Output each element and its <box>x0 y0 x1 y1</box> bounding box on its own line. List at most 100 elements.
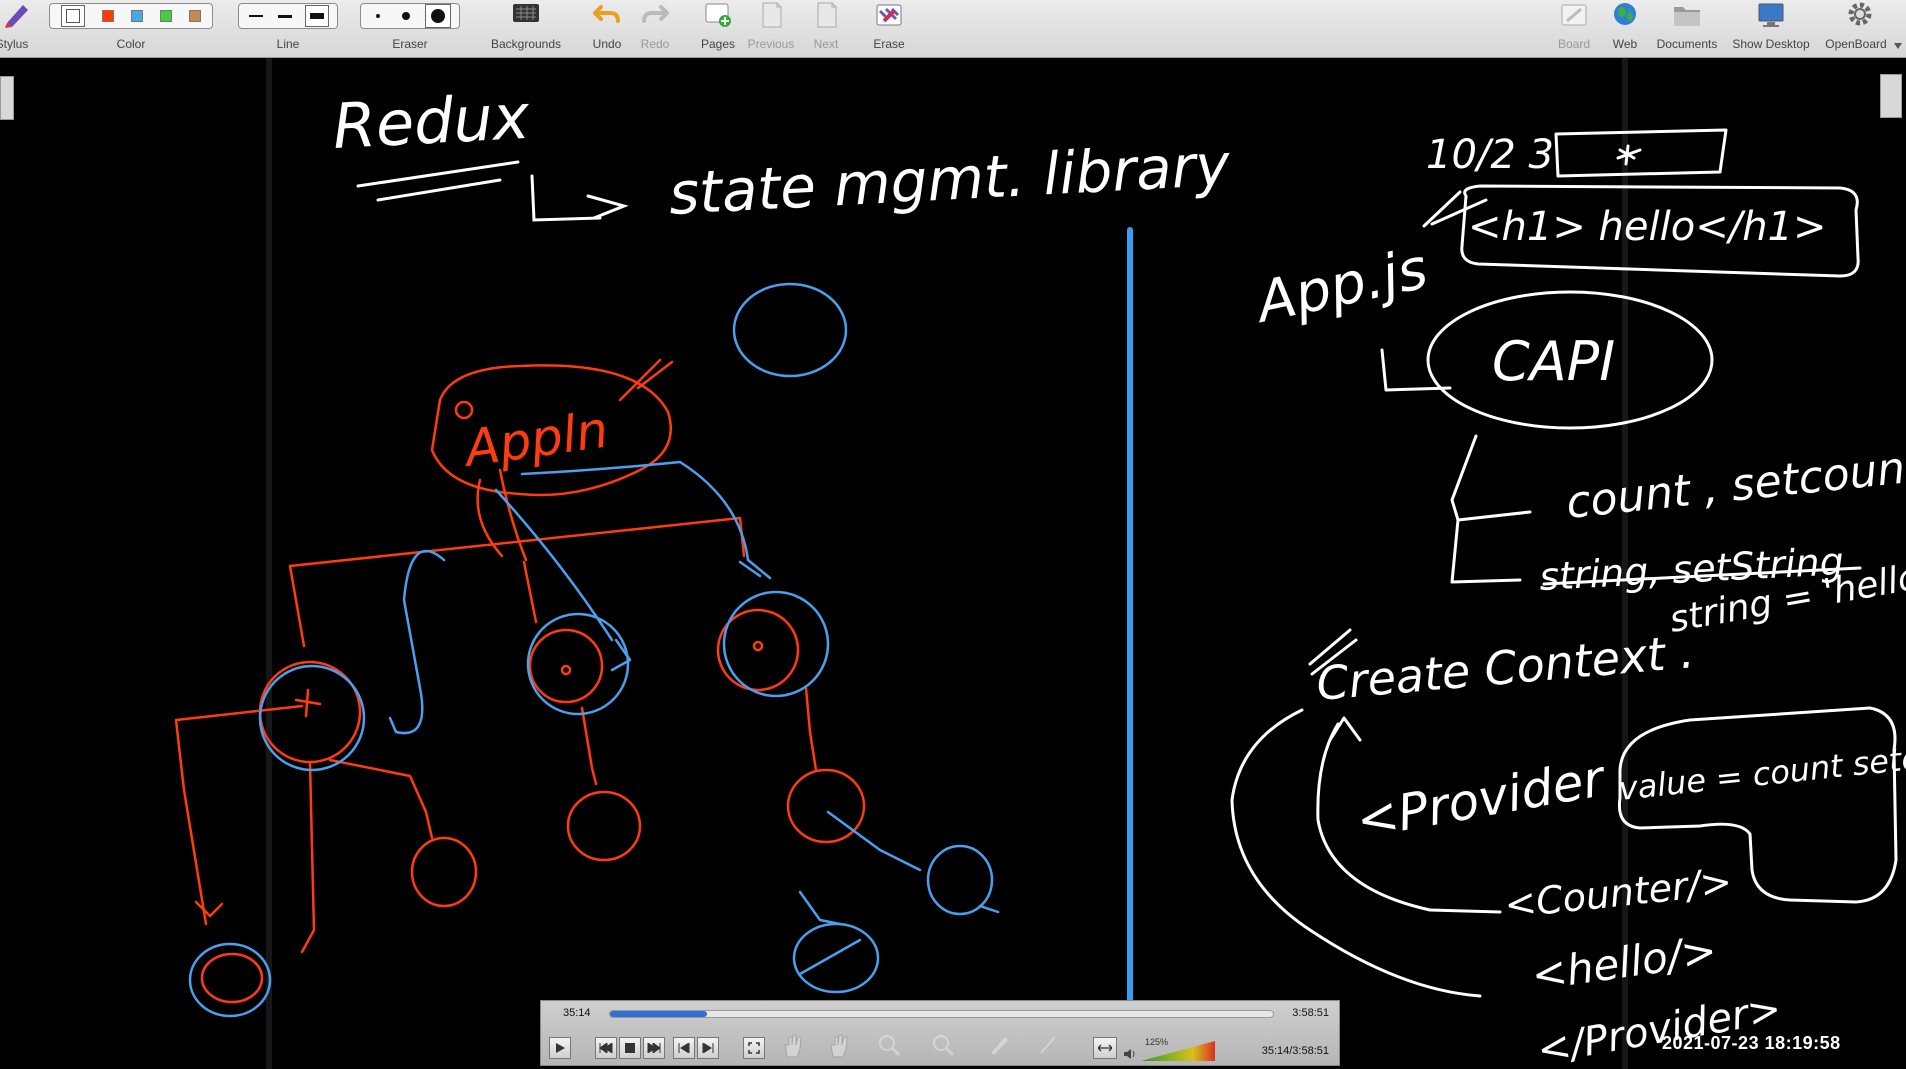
pen-icon[interactable] <box>987 1033 1011 1057</box>
handwritten-drawing: Redux state mgmt. library App.js CAPI <h… <box>174 80 1906 1069</box>
eraser-large-button[interactable] <box>425 4 451 28</box>
blue-overlay-strokes <box>188 282 1000 1018</box>
volume-slider[interactable]: 125% <box>1141 1037 1215 1061</box>
openboard-menu-button[interactable]: OpenBoard <box>1818 0 1902 57</box>
color-swatch-white[interactable] <box>61 5 86 27</box>
time-readout: 35:14/3:58:51 <box>1261 1045 1329 1057</box>
web-mode-button[interactable]: Web <box>1604 0 1646 57</box>
recording-timestamp: 2021-07-23 18:19:58 <box>1662 1033 1841 1053</box>
chevron-down-icon <box>1894 43 1902 49</box>
skip-forward-icon <box>647 1043 661 1053</box>
eraser-size-picker <box>360 3 460 29</box>
next-chapter-icon <box>702 1043 714 1053</box>
board-guide-line <box>1622 58 1628 1069</box>
label-capi: CAPI <box>1492 330 1615 393</box>
erase-label: Erase <box>873 37 905 51</box>
show-desktop-label: Show Desktop <box>1732 37 1810 51</box>
previous-page-button[interactable]: Previous <box>742 0 800 57</box>
label-provider-value: value = count setcount string > <box>1617 717 1906 808</box>
line-thin-button[interactable] <box>247 7 265 25</box>
label-corner-note: 10/2 3 <box>1426 132 1554 178</box>
color-group: Color <box>46 0 216 57</box>
board-label: Board <box>1557 37 1591 51</box>
openboard-label: OpenBoard <box>1825 37 1887 51</box>
eraser-small-button[interactable] <box>369 7 387 25</box>
previous-page-icon <box>762 2 782 28</box>
redo-button[interactable]: Redo <box>632 0 678 57</box>
skip-forward-button[interactable] <box>643 1037 665 1059</box>
next-page-button[interactable]: Next <box>804 0 848 57</box>
label-provider-close: </Provider> <box>1534 986 1785 1069</box>
left-panel-toggle[interactable] <box>0 76 14 120</box>
documents-mode-button[interactable]: Documents <box>1650 0 1724 57</box>
grab-icon[interactable] <box>827 1033 851 1059</box>
seek-progress <box>610 1011 708 1017</box>
line-thick-button[interactable] <box>304 5 329 27</box>
gear-icon <box>1848 2 1872 26</box>
label-counter-tag: <Counter/> <box>1502 859 1734 927</box>
previous-chapter-button[interactable] <box>673 1037 695 1059</box>
label-app-js: App.js <box>1248 236 1433 336</box>
color-swatch-red[interactable] <box>102 10 115 22</box>
skip-back-button[interactable] <box>595 1037 617 1059</box>
fit-width-button[interactable] <box>1093 1037 1117 1059</box>
eraser-label: Eraser <box>392 37 428 51</box>
web-label: Web <box>1612 37 1638 51</box>
next-page-icon <box>817 2 837 28</box>
label-provider-open: <Provider <box>1352 749 1611 850</box>
whiteboard-canvas[interactable]: Redux state mgmt. library App.js CAPI <h… <box>0 58 1906 1069</box>
stylus-icon <box>5 5 28 28</box>
board-guide-line <box>266 58 272 1069</box>
folder-icon <box>1674 7 1700 26</box>
eraser-group: Eraser <box>358 0 462 57</box>
current-time: 35:14 <box>563 1007 591 1019</box>
erase-board-icon <box>876 4 902 26</box>
right-panel-toggle[interactable] <box>1880 74 1902 118</box>
stylus-tool[interactable]: Stylus <box>0 0 36 57</box>
desktop-icon <box>1758 3 1784 27</box>
skip-back-icon <box>599 1043 613 1053</box>
previous-chapter-icon <box>678 1043 690 1053</box>
color-swatch-brown[interactable] <box>188 10 201 22</box>
zoom-in-icon[interactable] <box>877 1033 901 1057</box>
fit-width-icon <box>1098 1044 1112 1052</box>
seek-bar[interactable] <box>609 1010 1274 1018</box>
redo-icon <box>642 5 669 23</box>
erase-button[interactable]: Erase <box>866 0 912 57</box>
fullscreen-icon <box>748 1042 760 1054</box>
documents-label: Documents <box>1656 37 1718 51</box>
line-width-picker <box>238 3 338 29</box>
hand-icon[interactable] <box>781 1033 805 1059</box>
label-hello-tag: <hello/> <box>1529 925 1720 999</box>
stylus-label: Stylus <box>0 37 29 51</box>
redo-label: Redo <box>640 37 670 51</box>
board-mode-button[interactable]: Board <box>1554 0 1594 57</box>
eraser-medium-button[interactable] <box>397 7 415 25</box>
add-page-icon <box>705 3 731 27</box>
color-swatch-green[interactable] <box>159 10 172 22</box>
fullscreen-button[interactable] <box>743 1037 765 1059</box>
volume-level-icon <box>1141 1041 1215 1061</box>
line-medium-button[interactable] <box>276 7 294 25</box>
play-icon <box>556 1043 565 1053</box>
next-chapter-button[interactable] <box>697 1037 719 1059</box>
play-button[interactable] <box>549 1037 571 1059</box>
volume-icon[interactable] <box>1123 1047 1137 1061</box>
player-annotation-tools <box>781 1031 1081 1061</box>
stop-button[interactable] <box>619 1037 641 1059</box>
title-redux: Redux <box>331 80 532 163</box>
label-count-setcount: count , setcount <box>1564 441 1906 529</box>
zoom-out-icon[interactable] <box>931 1033 955 1057</box>
pointer-icon[interactable] <box>1037 1033 1061 1057</box>
globe-icon <box>1614 3 1636 25</box>
zoom-level: 125% <box>1145 1037 1169 1047</box>
color-swatch-blue[interactable] <box>130 10 143 22</box>
pages-button[interactable]: Pages <box>694 0 742 57</box>
right-diagram-strokes <box>1230 128 1898 998</box>
media-player-bar: 35:14 3:58:51 <box>540 1000 1340 1066</box>
backgrounds-icon <box>513 4 539 22</box>
undo-button[interactable]: Undo <box>582 0 632 57</box>
stop-icon <box>625 1043 635 1053</box>
show-desktop-button[interactable]: Show Desktop <box>1726 0 1816 57</box>
backgrounds-button[interactable]: Backgrounds <box>484 0 568 57</box>
